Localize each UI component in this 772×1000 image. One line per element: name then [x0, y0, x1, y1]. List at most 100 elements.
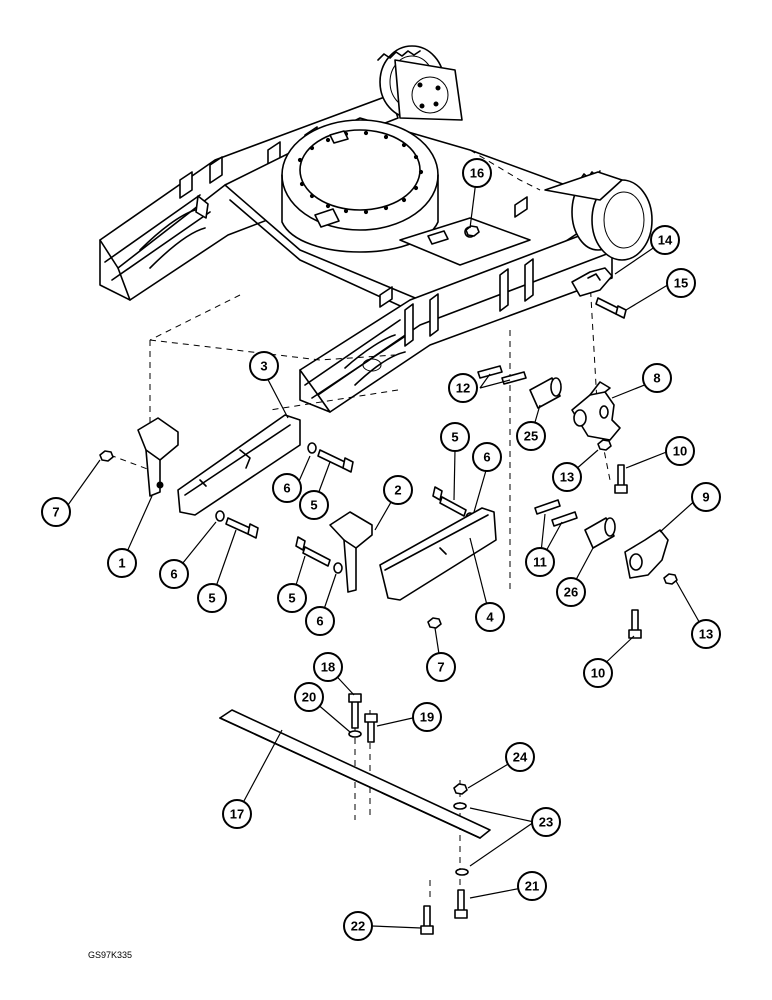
svg-text:23: 23 [539, 815, 553, 830]
callout-20: 20 [294, 682, 324, 712]
callout-5: 5 [197, 583, 227, 613]
drawing-code: GS97K335 [88, 950, 132, 960]
leader-lines [62, 172, 707, 929]
callout-17: 17 [222, 799, 252, 829]
undercarriage-frame [99, 45, 653, 413]
part-26-spacer [584, 517, 616, 549]
svg-text:10: 10 [591, 666, 605, 681]
callout-2: 2 [383, 475, 413, 505]
callout-6: 6 [272, 473, 302, 503]
svg-text:9: 9 [702, 490, 709, 505]
part-18-bolt [348, 693, 362, 729]
part-2-bracket [329, 511, 373, 593]
callout-7: 7 [426, 652, 456, 682]
callout-16: 16 [462, 158, 492, 188]
callout-13: 13 [552, 462, 582, 492]
svg-text:26: 26 [564, 585, 578, 600]
part-8-clamp [571, 381, 621, 441]
callout-6: 6 [472, 442, 502, 472]
part-22-bolt [420, 905, 434, 935]
part-17-plate [219, 709, 491, 839]
svg-text:20: 20 [302, 690, 316, 705]
callout-5: 5 [299, 490, 329, 520]
part-7-nut-center [427, 617, 442, 629]
callout-18: 18 [313, 652, 343, 682]
part-7-nut-left [99, 450, 114, 462]
svg-text:11: 11 [533, 555, 547, 570]
callout-26: 26 [556, 577, 586, 607]
part-25-spacer [529, 377, 562, 409]
callout-9: 9 [691, 482, 721, 512]
part-3-guard [177, 414, 301, 516]
part-19-bolt [364, 713, 378, 743]
svg-text:13: 13 [699, 627, 713, 642]
callout-6: 6 [159, 559, 189, 589]
svg-text:7: 7 [437, 660, 444, 675]
svg-text:6: 6 [283, 481, 290, 496]
svg-text:5: 5 [288, 591, 295, 606]
svg-text:5: 5 [310, 498, 317, 513]
part-5-bolt [225, 449, 467, 567]
part-24-nut [453, 783, 468, 795]
svg-text:18: 18 [321, 660, 335, 675]
callout-14: 14 [650, 225, 680, 255]
callout-10: 10 [665, 436, 695, 466]
callout-12: 12 [448, 373, 478, 403]
svg-text:15: 15 [674, 276, 688, 291]
callout-25: 25 [516, 421, 546, 451]
callout-5: 5 [277, 583, 307, 613]
part-1-bracket [137, 417, 179, 497]
callout-6: 6 [305, 606, 335, 636]
callout-11: 11 [525, 547, 555, 577]
callout-13: 13 [691, 619, 721, 649]
svg-text:10: 10 [673, 444, 687, 459]
svg-text:6: 6 [170, 567, 177, 582]
part-23-washer [453, 802, 469, 876]
svg-text:22: 22 [351, 919, 365, 934]
part-9-clamp [624, 529, 669, 579]
part-10-bolt-lower [628, 609, 642, 639]
svg-text:13: 13 [560, 470, 574, 485]
svg-text:1: 1 [118, 556, 125, 571]
callout-23: 23 [531, 807, 561, 837]
callout-1: 1 [107, 548, 137, 578]
part-16-nut [465, 225, 480, 237]
svg-text:24: 24 [513, 750, 528, 765]
callout-22: 22 [343, 911, 373, 941]
svg-text:12: 12 [456, 381, 470, 396]
callouts: 1 2 3 4 5 5 5 5 6 6 6 6 7 7 8 9 10 10 11… [41, 158, 721, 941]
part-15-bolt [595, 297, 627, 319]
callout-24: 24 [505, 742, 535, 772]
svg-text:8: 8 [653, 371, 660, 386]
svg-text:5: 5 [451, 430, 458, 445]
svg-text:19: 19 [420, 710, 434, 725]
svg-text:2: 2 [394, 483, 401, 498]
svg-text:6: 6 [316, 614, 323, 629]
svg-text:21: 21 [525, 879, 539, 894]
callout-8: 8 [642, 363, 672, 393]
part-11-stud [534, 499, 578, 527]
part-14-strap [571, 267, 613, 297]
part-13-nut-right-lower [663, 573, 678, 585]
svg-text:5: 5 [208, 591, 215, 606]
part-20-washer [348, 730, 362, 738]
svg-text:3: 3 [260, 359, 267, 374]
svg-text:4: 4 [486, 610, 494, 625]
callout-4: 4 [475, 602, 505, 632]
svg-text:14: 14 [658, 233, 673, 248]
svg-text:6: 6 [483, 450, 490, 465]
callout-21: 21 [517, 871, 547, 901]
svg-text:25: 25 [524, 429, 538, 444]
svg-text:7: 7 [52, 505, 59, 520]
part-4-guard [379, 507, 497, 601]
svg-text:17: 17 [230, 807, 244, 822]
callout-7: 7 [41, 497, 71, 527]
alignment-lines [109, 149, 611, 900]
part-13-nut-right-upper [597, 439, 612, 451]
svg-text:16: 16 [470, 166, 484, 181]
callout-19: 19 [412, 702, 442, 732]
callout-5: 5 [440, 422, 470, 452]
part-10-bolt-upper [614, 464, 628, 494]
callout-15: 15 [666, 268, 696, 298]
